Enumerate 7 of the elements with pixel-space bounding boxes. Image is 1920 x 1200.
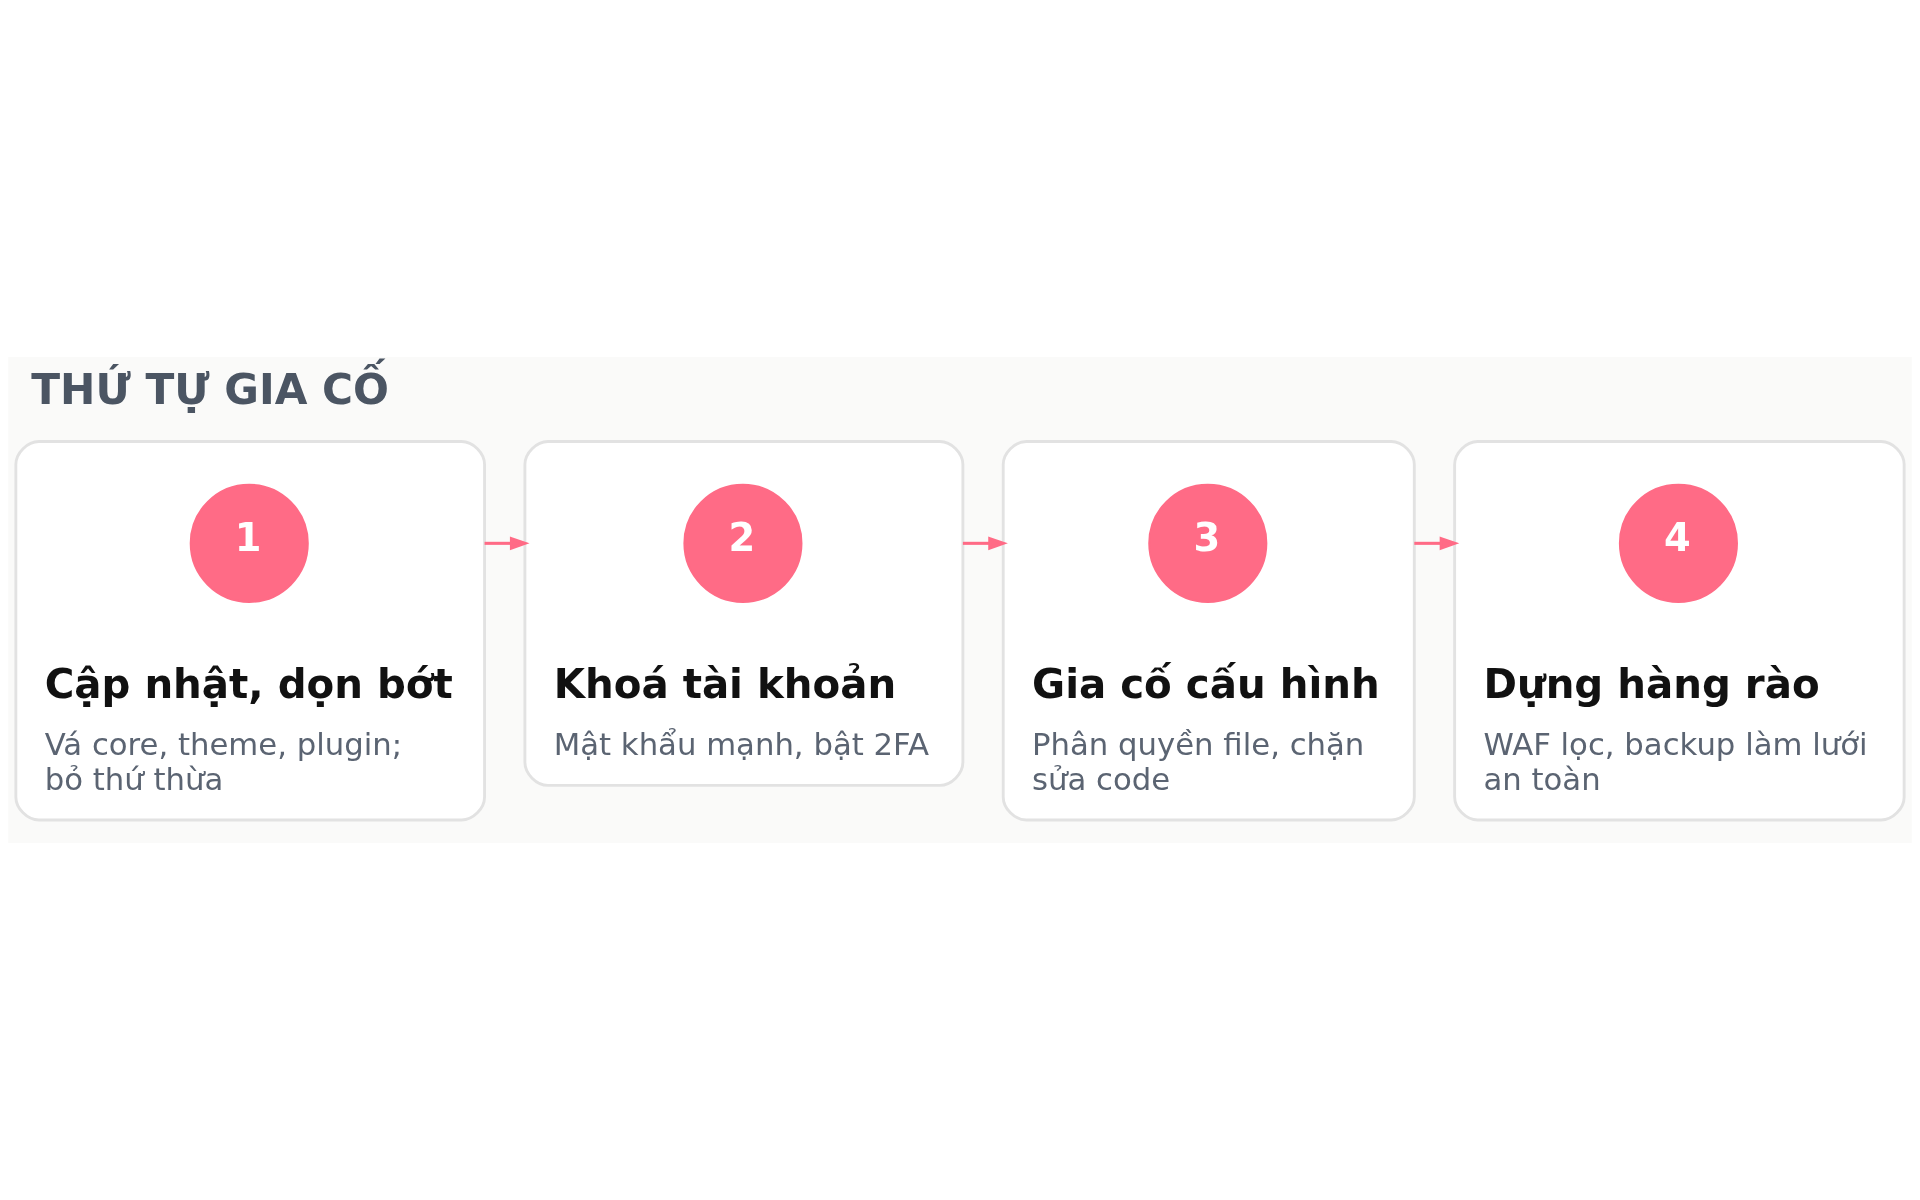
node-circle: 2 (683, 483, 803, 603)
node-circle: 4 (1618, 483, 1738, 603)
node-circle: 3 (1148, 483, 1268, 603)
arrow (1414, 536, 1460, 551)
arrow (484, 536, 530, 551)
node-circle: 1 (189, 483, 309, 603)
arrow (962, 536, 1008, 551)
